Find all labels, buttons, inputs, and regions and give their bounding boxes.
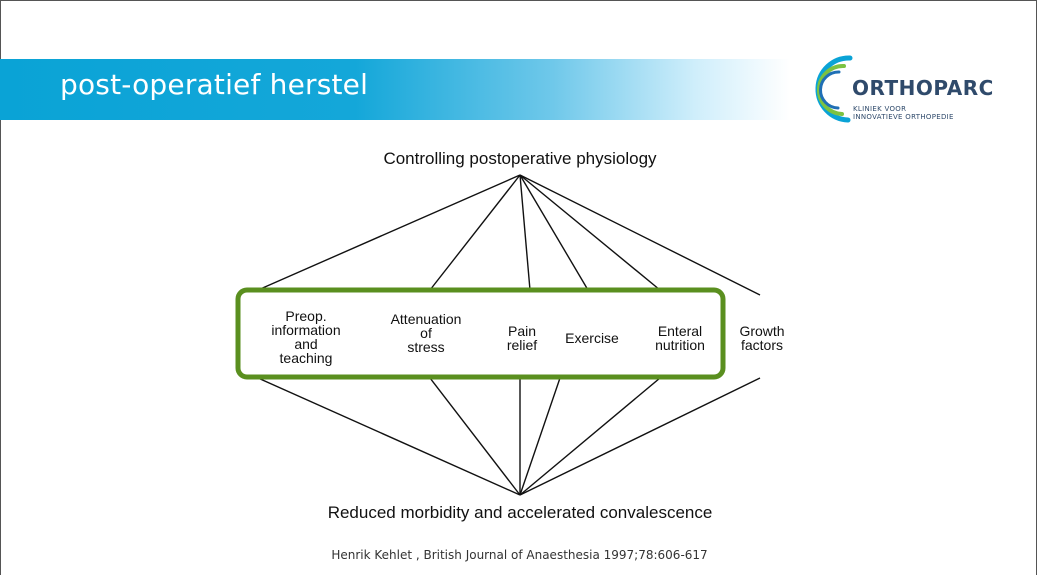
slide-title: post-operatief herstel [60, 68, 369, 101]
edge-bottom-6 [519, 377, 761, 496]
edge-top-5 [519, 174, 661, 291]
factor-label-line: of [420, 325, 432, 341]
factor-label-line: Growth [739, 323, 784, 339]
factor-label-line: Preop. [285, 308, 326, 324]
factor-label-line: Pain [508, 323, 536, 339]
factor-label-4: Exercise [565, 330, 619, 346]
factor-label-line: and [294, 336, 317, 352]
factor-label-line: Exercise [565, 330, 619, 346]
edge-bottom-2 [429, 377, 521, 496]
factor-label-line: factors [741, 337, 783, 353]
logo-wordmark: ORTHOPARC [852, 76, 994, 100]
edge-bottom-1 [257, 377, 521, 496]
edge-top-1 [257, 174, 521, 291]
edge-bottom-5 [519, 377, 661, 496]
logo-tagline-line1: KLINIEK VOOR [853, 105, 907, 113]
diagram-edges [257, 174, 761, 496]
logo-tagline-line2: INNOVATIEVE ORTHOPEDIE [853, 113, 954, 121]
factor-label-line: relief [507, 337, 537, 353]
edge-top-2 [429, 174, 521, 291]
factor-label-line: teaching [280, 350, 333, 366]
orthoparc-logo-icon [815, 55, 853, 123]
factor-label-line: stress [407, 339, 444, 355]
factor-label-line: Attenuation [391, 311, 462, 327]
bottom-node-label: Reduced morbidity and accelerated conval… [328, 503, 713, 522]
factor-label-line: information [271, 322, 340, 338]
edge-bottom-4 [519, 377, 561, 496]
highlight-box [235, 287, 726, 380]
edge-top-6 [519, 174, 761, 296]
logo-tagline: KLINIEK VOOR INNOVATIEVE ORTHOPEDIE [853, 105, 954, 121]
edge-top-3 [519, 174, 531, 291]
edge-top-4 [519, 174, 589, 291]
citation: Henrik Kehlet , British Journal of Anaes… [331, 548, 708, 562]
title-bar [0, 59, 790, 120]
top-node-label: Controlling postoperative physiology [383, 149, 657, 168]
factor-label-line: Enteral [658, 323, 702, 339]
factor-label-line: nutrition [655, 337, 705, 353]
